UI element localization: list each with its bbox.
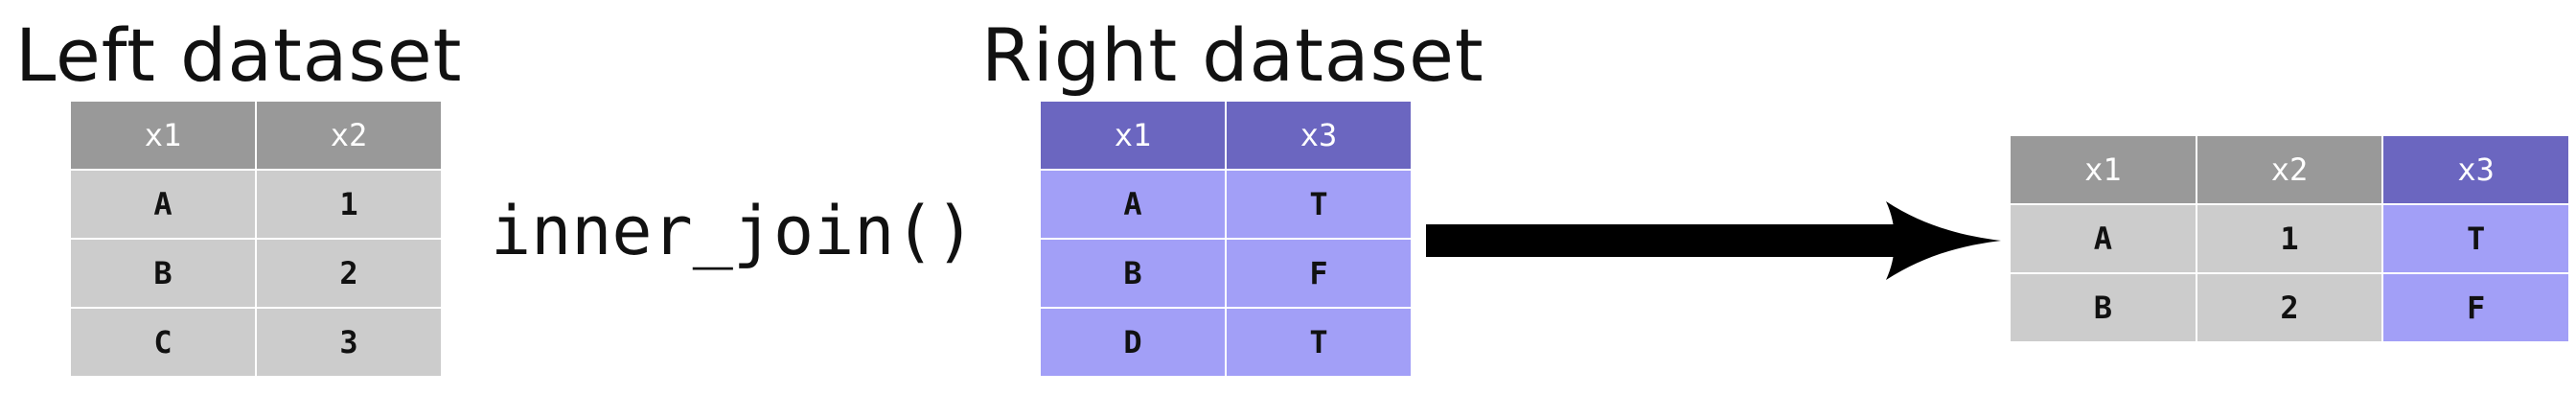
table-cell: F bbox=[2381, 272, 2570, 343]
table-cell: T bbox=[2381, 203, 2570, 274]
table-cell: A bbox=[1039, 169, 1227, 240]
inner-join-label: inner_join() bbox=[491, 192, 976, 270]
right-dataset-table: x1 x3 A T B F D T bbox=[1039, 100, 1413, 378]
table-header-row: x1 x3 bbox=[1039, 100, 1413, 171]
table-cell: 3 bbox=[255, 307, 443, 378]
table-header-row: x1 x2 x3 bbox=[2009, 134, 2570, 205]
table-cell: 2 bbox=[2195, 272, 2384, 343]
column-header-x1: x1 bbox=[69, 100, 257, 171]
left-dataset-title: Left dataset bbox=[15, 12, 463, 98]
table-cell: B bbox=[1039, 238, 1227, 309]
column-header-x2: x2 bbox=[2195, 134, 2384, 205]
column-header-x3: x3 bbox=[1225, 100, 1413, 171]
table-row: D T bbox=[1039, 307, 1413, 378]
column-header-x1: x1 bbox=[1039, 100, 1227, 171]
table-cell: A bbox=[2009, 203, 2197, 274]
result-table: x1 x2 x3 A 1 T B 2 F bbox=[2009, 134, 2570, 343]
right-dataset-title: Right dataset bbox=[981, 12, 1484, 98]
table-row: A 1 T bbox=[2009, 203, 2570, 274]
right-arrow-icon bbox=[1426, 201, 2001, 280]
table-cell: C bbox=[69, 307, 257, 378]
table-cell: T bbox=[1225, 307, 1413, 378]
left-dataset-table: x1 x2 A 1 B 2 C 3 bbox=[69, 100, 443, 378]
table-cell: 2 bbox=[255, 238, 443, 309]
table-row: A 1 bbox=[69, 169, 443, 240]
table-row: B 2 F bbox=[2009, 272, 2570, 343]
table-cell: 1 bbox=[255, 169, 443, 240]
column-header-x3: x3 bbox=[2381, 134, 2570, 205]
table-row: B 2 bbox=[69, 238, 443, 309]
table-row: A T bbox=[1039, 169, 1413, 240]
table-header-row: x1 x2 bbox=[69, 100, 443, 171]
table-row: C 3 bbox=[69, 307, 443, 378]
column-header-x2: x2 bbox=[255, 100, 443, 171]
table-cell: 1 bbox=[2195, 203, 2384, 274]
table-cell: B bbox=[2009, 272, 2197, 343]
table-cell: F bbox=[1225, 238, 1413, 309]
table-cell: T bbox=[1225, 169, 1413, 240]
table-cell: A bbox=[69, 169, 257, 240]
table-row: B F bbox=[1039, 238, 1413, 309]
table-cell: D bbox=[1039, 307, 1227, 378]
table-cell: B bbox=[69, 238, 257, 309]
column-header-x1: x1 bbox=[2009, 134, 2197, 205]
